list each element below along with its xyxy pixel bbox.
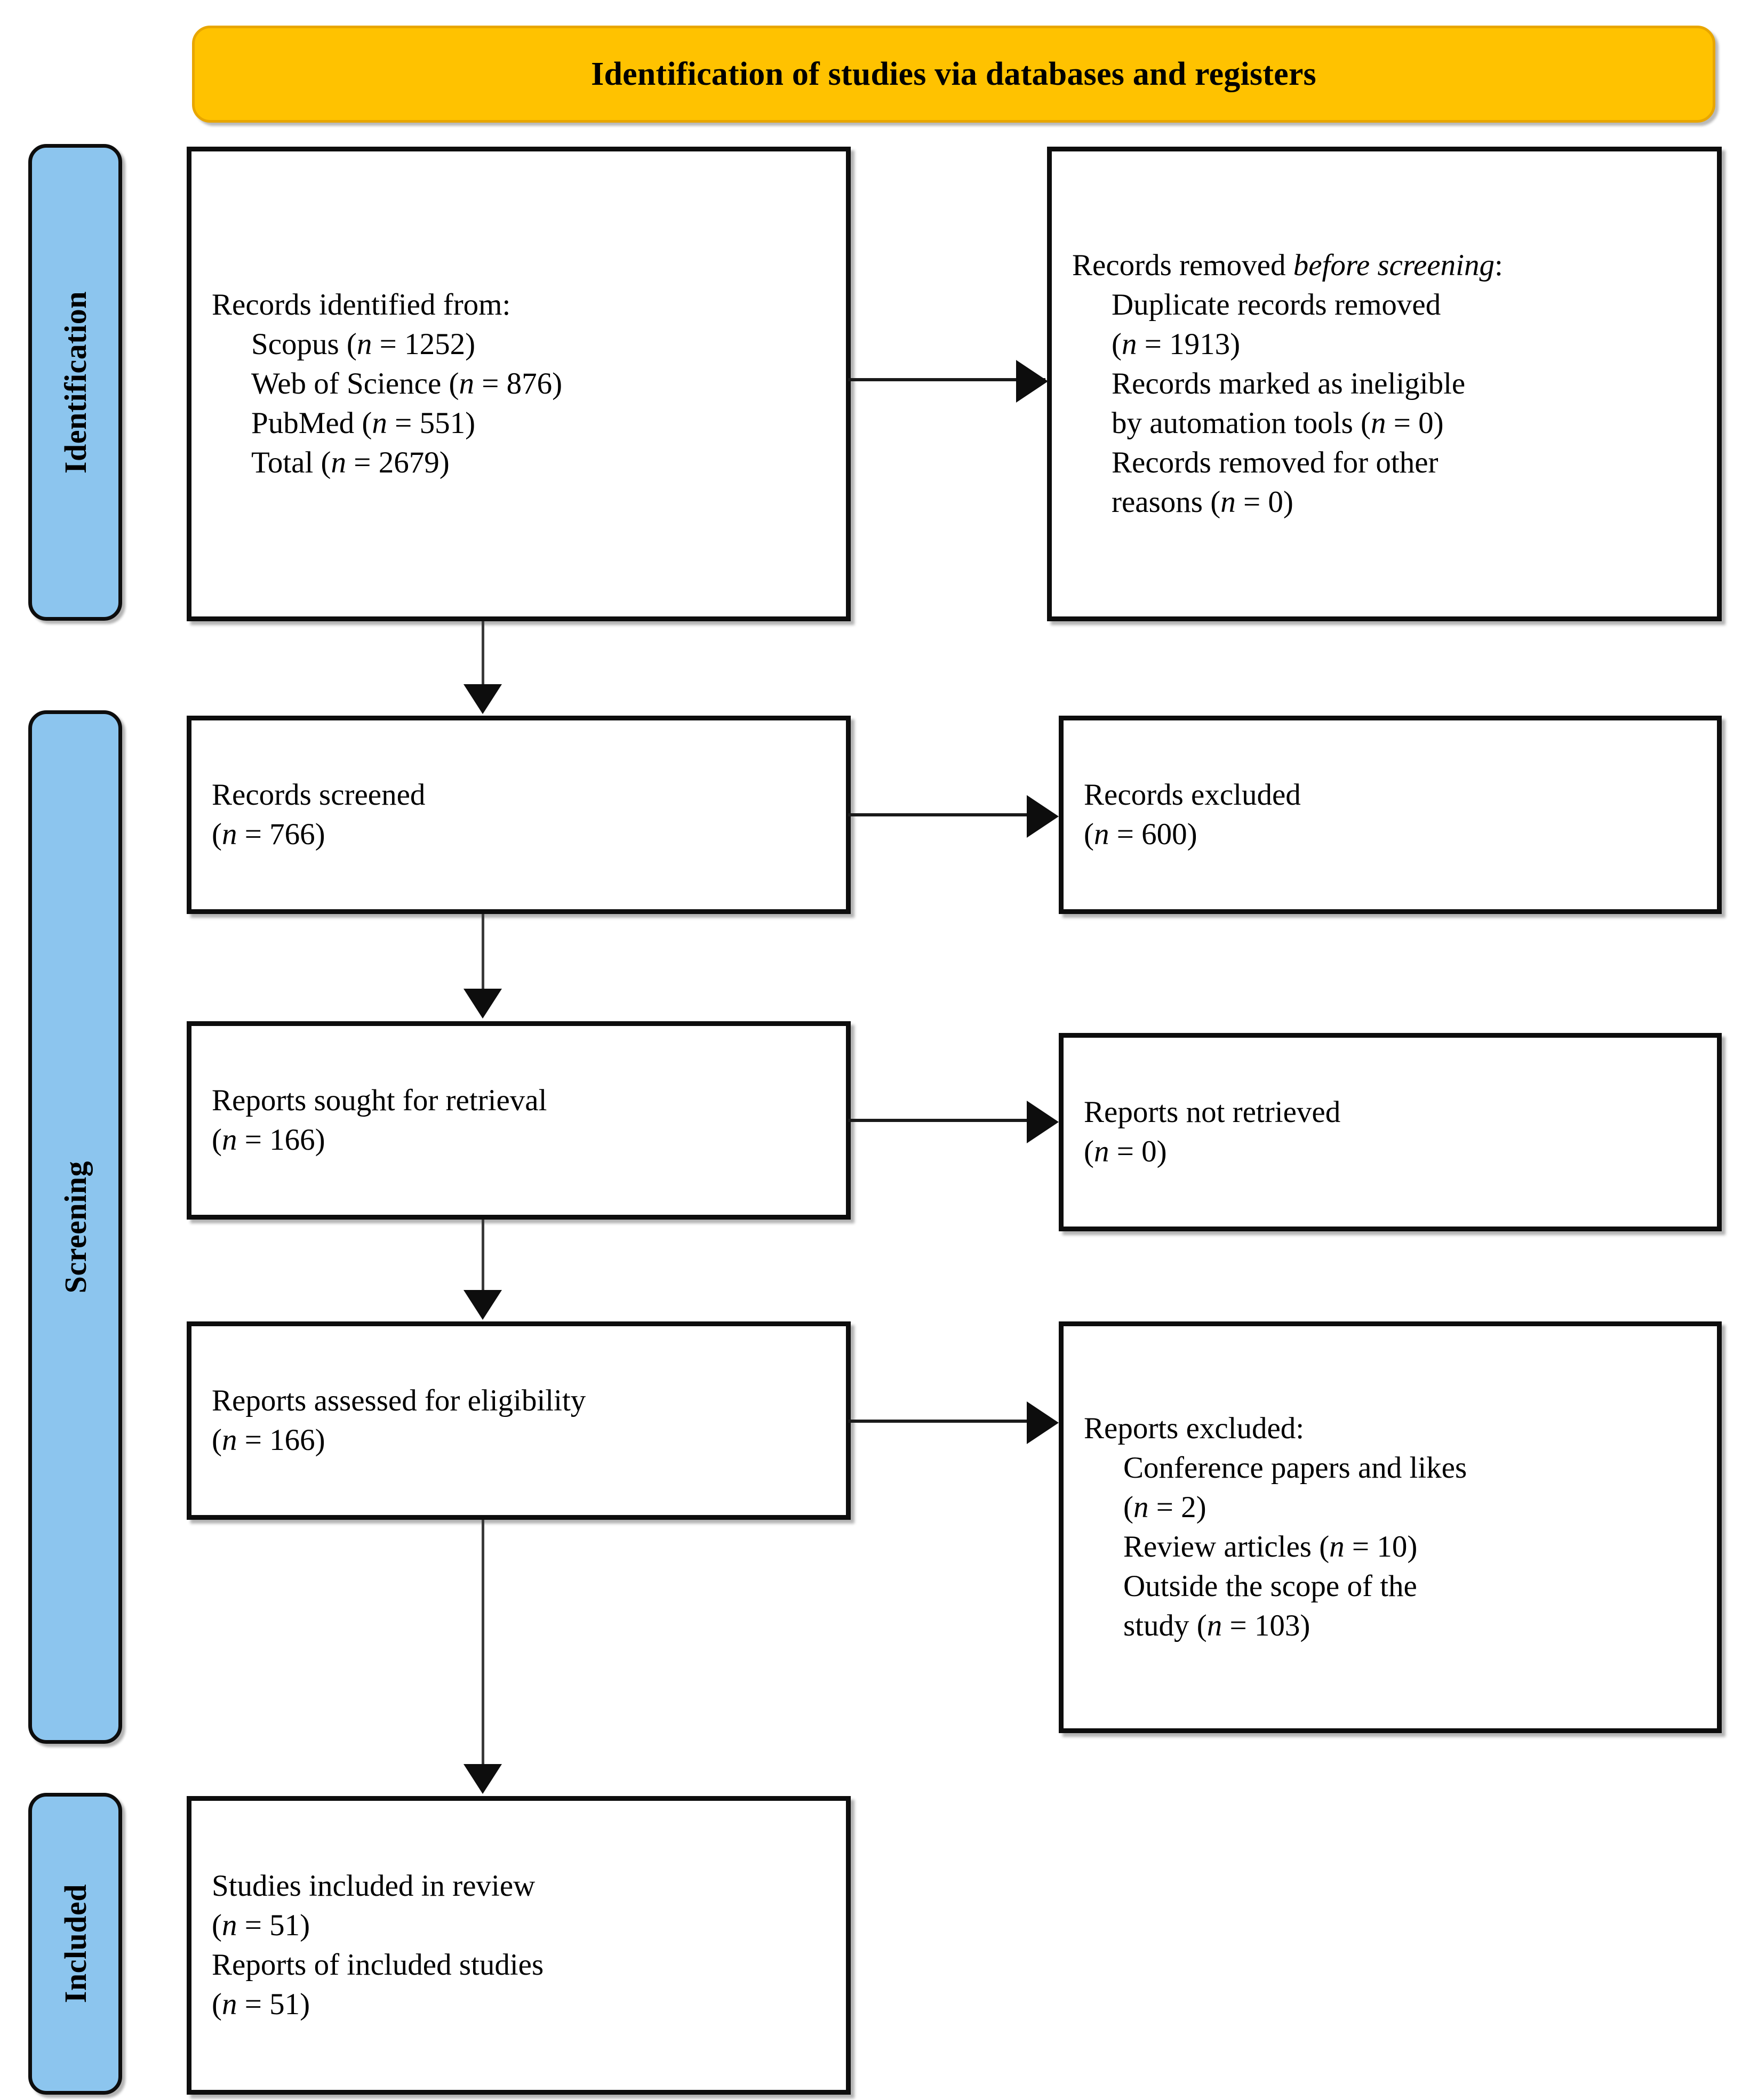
box-records-removed: Records removed before screening: Duplic… (1047, 147, 1722, 621)
box-reports-sought: Reports sought for retrieval (n = 166) (187, 1021, 851, 1220)
n-symbol: n (221, 1123, 237, 1157)
n-symbol: n (459, 366, 474, 400)
stage-included-text: Included (58, 1884, 93, 2003)
records-removed-duplicate-count: (n = 1913) (1112, 327, 1241, 361)
arrow-sought-to-assessed-head (464, 1290, 502, 1320)
arrow-identified-to-screened-head (464, 684, 502, 714)
reports-excluded-title: Reports excluded: (1084, 1411, 1305, 1445)
studies-included-count: (n = 51) (212, 1908, 310, 1942)
records-removed-other-line2: reasons (n = 0) (1112, 485, 1293, 519)
reports-sought-title: Reports sought for retrieval (212, 1083, 547, 1117)
records-identified-title: Records identified from: (212, 287, 511, 322)
n-symbol: n (221, 817, 237, 851)
records-removed-automation-line1: Records marked as ineligible (1112, 366, 1466, 400)
box-records-identified: Records identified from: Scopus (n = 125… (187, 147, 851, 621)
n-symbol: n (221, 1423, 237, 1457)
records-screened-title: Records screened (212, 778, 426, 812)
reports-included-title: Reports of included studies (212, 1948, 544, 1982)
box-reports-excluded: Reports excluded: Conference papers and … (1059, 1321, 1722, 1733)
n-symbol: n (221, 1908, 237, 1942)
identification-banner: Identification of studies via databases … (192, 26, 1715, 123)
records-identified-scopus: Scopus (n = 1252) (251, 327, 476, 361)
records-removed-duplicate-line1: Duplicate records removed (1112, 287, 1441, 322)
n-symbol: n (356, 327, 372, 361)
box-studies-included: Studies included in review (n = 51) Repo… (187, 1796, 851, 2095)
records-identified-wos: Web of Science (n = 876) (251, 366, 563, 400)
reports-not-retrieved-title: Reports not retrieved (1084, 1095, 1341, 1129)
records-excluded-count: (n = 600) (1084, 817, 1197, 851)
reports-sought-count: (n = 166) (212, 1123, 325, 1157)
arrow-assessed-to-included-head (464, 1764, 502, 1794)
arrow-screened-to-sought-line (482, 914, 484, 990)
n-symbol: n (221, 1987, 237, 2022)
records-screened-count: (n = 766) (212, 817, 325, 851)
records-removed-other-line1: Records removed for other (1112, 446, 1439, 480)
arrow-identified-to-screened-line (482, 621, 484, 685)
arrow-screened-to-excluded-line (848, 813, 1028, 816)
n-symbol: n (1220, 485, 1236, 519)
arrow-identified-to-removed-head (1016, 360, 1048, 403)
arrow-assessed-to-included-line (482, 1520, 484, 1765)
box-records-excluded: Records excluded (n = 600) (1059, 716, 1722, 914)
reports-included-count: (n = 51) (212, 1987, 310, 2022)
arrow-screened-to-excluded-head (1027, 795, 1059, 838)
n-symbol: n (1206, 1609, 1222, 1643)
n-symbol: n (1121, 327, 1137, 361)
stage-screening-text: Screening (58, 1160, 93, 1294)
box-reports-assessed: Reports assessed for eligibility (n = 16… (187, 1321, 851, 1520)
banner-title: Identification of studies via databases … (591, 55, 1316, 92)
arrow-identified-to-removed-line (848, 378, 1045, 381)
reports-assessed-count: (n = 166) (212, 1423, 325, 1457)
studies-included-title: Studies included in review (212, 1869, 536, 1903)
stage-label-screening: Screening (28, 710, 122, 1744)
stage-identification-text: Identification (58, 291, 93, 474)
arrow-assessed-to-repexcluded-line (848, 1420, 1028, 1423)
reports-assessed-title: Reports assessed for eligibility (212, 1383, 586, 1417)
box-records-screened: Records screened (n = 766) (187, 716, 851, 914)
reports-excluded-conference-line1: Conference papers and likes (1123, 1450, 1467, 1485)
arrow-sought-to-notretrieved-head (1027, 1101, 1059, 1143)
records-removed-title: Records removed before screening: (1072, 248, 1503, 282)
reports-excluded-scope-line2: study (n = 103) (1123, 1609, 1310, 1643)
stage-label-included: Included (28, 1793, 122, 2095)
box-reports-not-retrieved: Reports not retrieved (n = 0) (1059, 1033, 1722, 1231)
arrow-sought-to-notretrieved-line (848, 1119, 1028, 1122)
records-removed-title-italic: before screening (1293, 248, 1495, 282)
n-symbol: n (1329, 1530, 1345, 1564)
arrow-assessed-to-repexcluded-head (1027, 1401, 1059, 1444)
records-identified-total: Total (n = 2679) (251, 446, 450, 480)
reports-excluded-review: Review articles (n = 10) (1123, 1530, 1418, 1564)
n-symbol: n (331, 446, 347, 480)
reports-excluded-conference-count: (n = 2) (1123, 1490, 1206, 1524)
n-symbol: n (1371, 406, 1386, 440)
records-identified-pubmed: PubMed (n = 551) (251, 406, 476, 440)
arrow-sought-to-assessed-line (482, 1220, 484, 1291)
n-symbol: n (372, 406, 387, 440)
records-removed-automation-line2: by automation tools (n = 0) (1112, 406, 1444, 440)
n-symbol: n (1093, 1135, 1109, 1168)
reports-not-retrieved-count: (n = 0) (1084, 1135, 1167, 1168)
arrow-screened-to-sought-head (464, 989, 502, 1019)
reports-excluded-scope-line1: Outside the scope of the (1123, 1569, 1417, 1604)
n-symbol: n (1133, 1490, 1149, 1524)
records-excluded-title: Records excluded (1084, 778, 1301, 812)
n-symbol: n (1093, 817, 1109, 851)
stage-label-identification: Identification (28, 144, 122, 621)
